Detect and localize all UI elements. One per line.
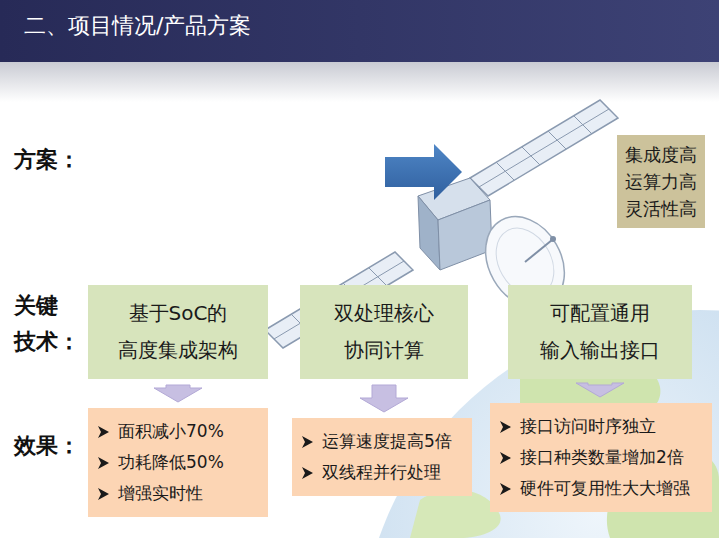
technology-box: 基于SoC的 高度集成架构	[88, 285, 268, 379]
technology-box: 可配置通用 输入输出接口	[508, 285, 692, 379]
bullet-mark	[96, 456, 110, 470]
effect-box: 接口访问时序独立接口种类数量增加2倍硬件可复用性大大增强	[490, 403, 712, 512]
box-text: 可配置通用 输入输出接口	[518, 295, 682, 369]
bullet-row: 接口种类数量增加2倍	[498, 442, 684, 473]
box-text: 集成度高 运算力高 灵活性高	[623, 141, 699, 222]
box-text: 双处理核心 协同计算	[310, 295, 458, 369]
effect-text: 运算速度提高5倍	[322, 426, 452, 457]
row-label: 方案：	[14, 142, 104, 178]
bullet-mark	[498, 420, 512, 434]
effect-text: 面积减小70%	[118, 416, 224, 447]
bullet-mark	[96, 487, 110, 501]
bullet-mark	[498, 482, 512, 496]
effect-text: 硬件可复用性大大增强	[520, 473, 690, 504]
effect-box: 运算速度提高5倍双线程并行处理	[292, 418, 472, 496]
bullet-row: 硬件可复用性大大增强	[498, 473, 690, 504]
effect-text: 双线程并行处理	[322, 457, 441, 488]
feature-box: 集成度高 运算力高 灵活性高	[617, 135, 705, 228]
bullet-row: 功耗降低50%	[96, 447, 224, 478]
bullet-row: 增强实时性	[96, 478, 203, 509]
bullet-row: 双线程并行处理	[300, 457, 441, 488]
box-text: 基于SoC的 高度集成架构	[98, 295, 258, 369]
bullet-mark	[300, 466, 314, 480]
pointer-arrow	[385, 144, 462, 200]
row-label: 效果：	[14, 428, 104, 464]
bullet-mark	[300, 435, 314, 449]
effect-text: 接口访问时序独立	[520, 411, 656, 442]
effect-text: 增强实时性	[118, 478, 203, 509]
down-block-arrow	[576, 383, 624, 397]
bullet-row: 运算速度提高5倍	[300, 426, 452, 457]
down-block-arrow	[360, 385, 408, 412]
technology-box: 双处理核心 协同计算	[300, 285, 468, 379]
effect-text: 功耗降低50%	[118, 447, 224, 478]
effect-text: 接口种类数量增加2倍	[520, 442, 684, 473]
bullet-row: 面积减小70%	[96, 416, 224, 447]
effect-box: 面积减小70%功耗降低50%增强实时性	[88, 408, 268, 517]
down-block-arrow	[154, 385, 202, 402]
slide-title: 二、项目情况/产品方案	[24, 12, 251, 40]
header-band	[0, 0, 719, 62]
bullet-mark	[96, 425, 110, 439]
bullet-mark	[498, 451, 512, 465]
row-label: 关键 技术：	[14, 288, 86, 360]
header-shadow	[0, 62, 719, 102]
bullet-row: 接口访问时序独立	[498, 411, 656, 442]
